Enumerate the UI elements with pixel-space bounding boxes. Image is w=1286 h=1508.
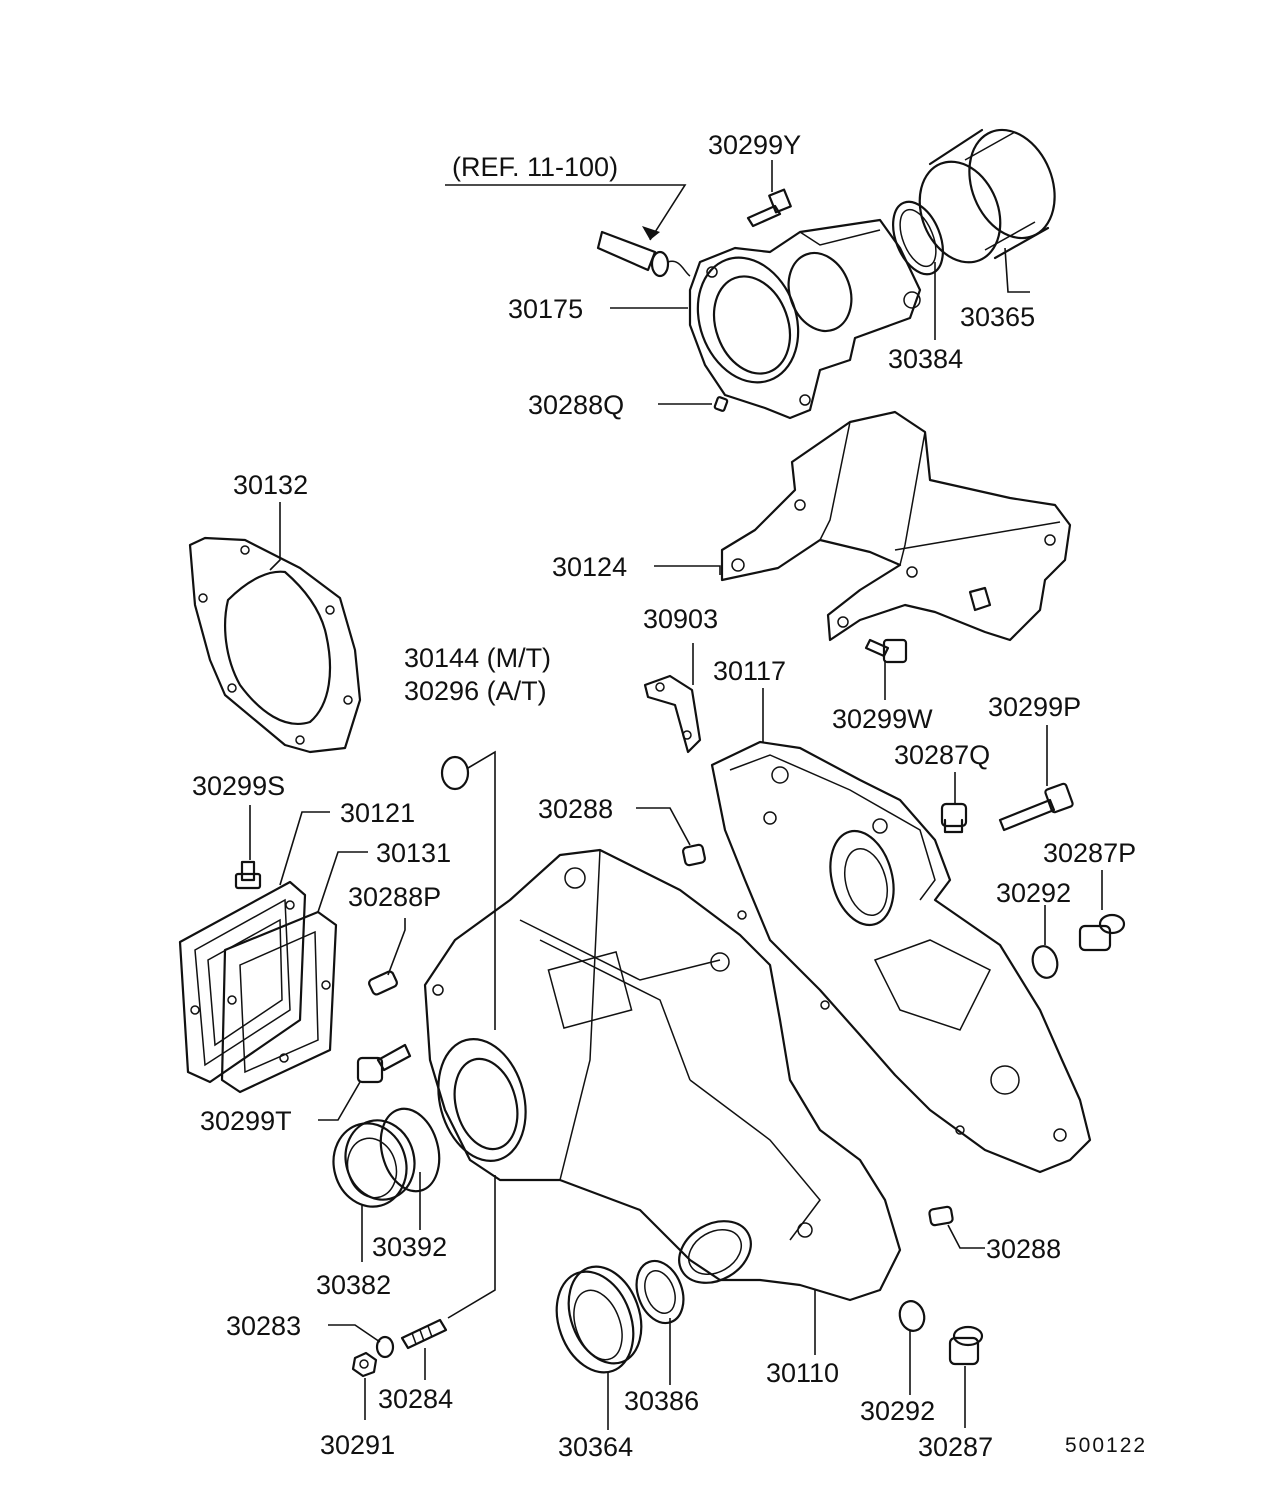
part-label-30288P: 30288P [348, 882, 441, 912]
part-30292b-drawing [898, 1300, 926, 1332]
part-label-30299Y: 30299Y [708, 130, 801, 160]
sensor-plug-drawing [596, 230, 691, 278]
part-30288a-drawing [681, 843, 707, 867]
part-30365-drawing [918, 128, 1056, 264]
part-label-30903: 30903 [643, 604, 718, 634]
part-label-30288-lower: 30288 [986, 1234, 1061, 1264]
part-30392-drawing [379, 1107, 441, 1193]
part-30287Q-drawing [940, 802, 968, 834]
part-label-30144: 30144 (M/T) [404, 643, 551, 673]
part-label-30384: 30384 [888, 344, 963, 374]
part-label-30124: 30124 [552, 552, 627, 582]
part-30121-drawing [178, 880, 307, 1084]
part-label-30121: 30121 [340, 798, 415, 828]
part-30291-drawing [351, 1351, 378, 1378]
part-label-30287P: 30287P [1043, 838, 1136, 868]
part-label-30299W: 30299W [832, 704, 933, 734]
part-label-30288Q: 30288Q [528, 390, 624, 420]
part-label-30392: 30392 [372, 1232, 447, 1262]
part-label-30283: 30283 [226, 1311, 301, 1341]
part-label-30110: 30110 [766, 1358, 839, 1388]
part-30287-drawing [948, 1325, 984, 1366]
part-30299S-drawing [234, 860, 262, 890]
part-30299Y-drawing [746, 188, 792, 228]
part-label-30287: 30287 [918, 1432, 993, 1462]
part-30117-drawing [710, 740, 1092, 1174]
part-30299P-drawing [998, 782, 1074, 832]
part-label-30117: 30117 [713, 656, 786, 686]
part-30283-drawing [375, 1335, 395, 1359]
part-label-30382: 30382 [316, 1270, 391, 1300]
part-30124-drawing [720, 410, 1072, 642]
part-label-30364: 30364 [558, 1432, 633, 1462]
leader-lines [249, 160, 1103, 1430]
part-label-30386: 30386 [624, 1386, 699, 1416]
part-label-30292-right: 30292 [996, 878, 1071, 908]
part-30364-drawing [555, 1265, 643, 1374]
part-30903-drawing [643, 674, 702, 754]
part-label-30284: 30284 [378, 1384, 453, 1414]
part-30175-drawing [688, 218, 922, 420]
part-30288Q-drawing [713, 396, 729, 412]
part-label-30291: 30291 [320, 1430, 395, 1460]
part-30299T-drawing [356, 1043, 412, 1084]
part-label-30132: 30132 [233, 470, 308, 500]
part-30132-drawing [188, 536, 362, 754]
part-labels: 30299Y 30175 30365 30384 30288Q 30132 30… [192, 130, 1136, 1462]
part-30292a-drawing [1031, 945, 1059, 979]
part-label-30299S: 30299S [192, 771, 285, 801]
part-label-30131: 30131 [376, 838, 451, 868]
part-label-30292-lower: 30292 [860, 1396, 935, 1426]
stud-leader-line [447, 1175, 496, 1319]
part-label-30288-upper: 30288 [538, 794, 613, 824]
part-30386-drawing [635, 1259, 685, 1325]
part-label-30299P: 30299P [988, 692, 1081, 722]
seal-leader-line [467, 750, 496, 1030]
part-30288b-drawing [928, 1205, 954, 1227]
part-30287P-drawing [1078, 913, 1126, 952]
part-30284-drawing [400, 1318, 448, 1350]
part-30288P-drawing [368, 970, 398, 996]
part-label-30175: 30175 [508, 294, 583, 324]
reference-arrow [445, 184, 687, 241]
part-30299W-drawing [864, 638, 908, 664]
part-label-30296: 30296 (A/T) [404, 676, 547, 706]
part-label-30365: 30365 [960, 302, 1035, 332]
part-label-30299T: 30299T [200, 1106, 292, 1136]
part-label-30287Q: 30287Q [894, 740, 990, 770]
reference-note: (REF. 11-100) [452, 152, 618, 182]
part-30382-drawing [332, 1119, 416, 1208]
diagram-code: 500122 [1065, 1434, 1147, 1457]
part-30110-drawing [423, 848, 902, 1302]
part-30144-drawing [440, 755, 470, 791]
